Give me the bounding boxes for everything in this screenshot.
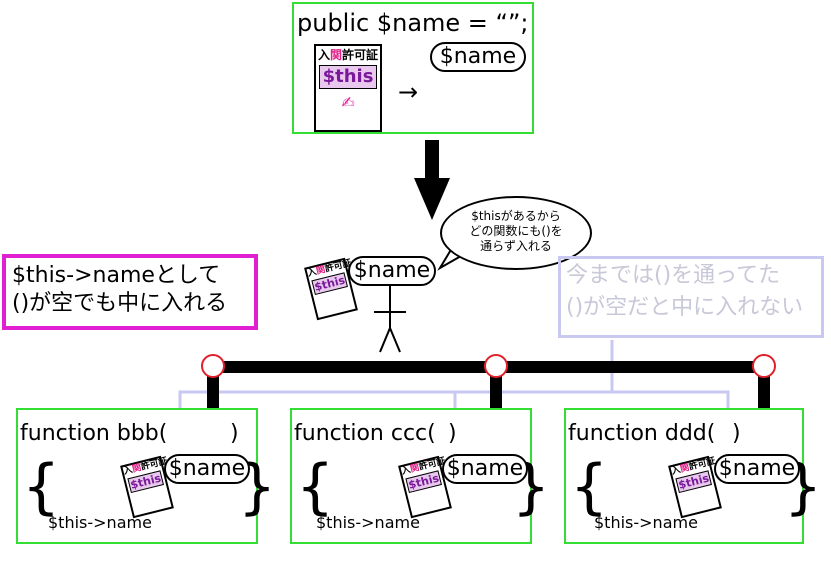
function-body: $this->name (48, 513, 152, 532)
right-note-line-2: ()が空だと中に入れない (566, 295, 804, 320)
function-header: function ccc( (294, 421, 436, 446)
brace-open: { (296, 452, 335, 522)
top-box: public $name = “”; 入関許可証 $this ✍ → $name (292, 2, 534, 134)
permit-badge-top: 入関許可証 $this ✍ (314, 44, 382, 132)
function-header: function bbb( (20, 421, 168, 446)
main-arrow-shaft (425, 140, 439, 180)
function-box-bbb: function bbb( ) { } $this->name 入関許可証 $t… (16, 408, 276, 544)
bubble-line-3: 通らず入れる (480, 239, 552, 253)
right-note-line-1: 今までは()を通ってた (566, 263, 781, 288)
person-label-ddd: $name (714, 454, 800, 484)
signature-icon: ✍ (341, 93, 355, 112)
function-paren-close: ) (732, 421, 741, 446)
permit-badge-this: $this (319, 65, 377, 89)
brace-open: { (570, 452, 609, 522)
bubble-line-1: $thisがあるから (471, 209, 561, 223)
top-box-code: public $name = “”; (297, 9, 529, 37)
stick-figure-center (374, 285, 406, 353)
left-note-line-2: ()が空でも中に入れる (12, 291, 228, 316)
permit-badge-title: 入関許可証 (317, 48, 379, 62)
function-box-ddd: function ddd( ) { } $this->name 入関許可証 $t… (564, 408, 822, 544)
function-body: $this->name (316, 513, 420, 532)
function-paren-close: ) (230, 421, 239, 446)
left-note-box: $this->nameとして ()が空でも中に入れる (2, 254, 258, 330)
main-arrow-head (414, 178, 450, 220)
brace-open: { (22, 452, 61, 522)
person-label-top: $name (430, 42, 526, 72)
person-label-center: $name (348, 256, 436, 286)
person-label-bbb: $name (164, 454, 250, 484)
node-middle (484, 354, 508, 378)
node-left (201, 354, 225, 378)
arrow-right: → (398, 78, 419, 106)
bubble-line-2: どの関数にも()を (469, 224, 563, 238)
person-label-ccc: $name (442, 454, 528, 484)
function-paren-close: ) (448, 421, 457, 446)
right-note-border (558, 256, 824, 338)
function-box-ccc: function ccc( ) { } $this->name 入関許可証 $t… (290, 408, 550, 544)
function-header: function ddd( (568, 421, 716, 446)
node-right (752, 354, 776, 378)
left-note-line-1: $this->nameとして (12, 263, 221, 288)
function-body: $this->name (594, 513, 698, 532)
